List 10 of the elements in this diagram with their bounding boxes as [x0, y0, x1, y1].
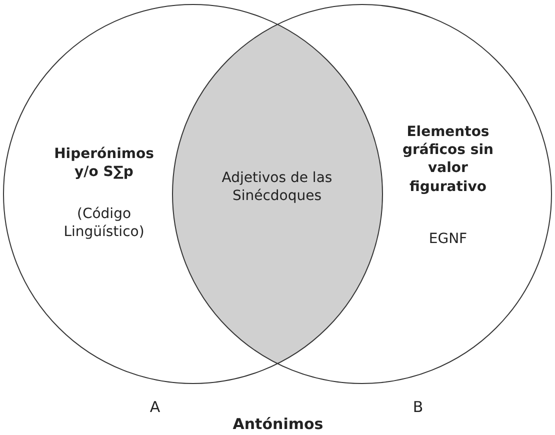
circle-heading: Hiperónimos y/o S∑p [53, 145, 155, 182]
circle-text: EGNF [428, 230, 468, 248]
venn-circle [3, 4, 383, 384]
venn-circle [172, 4, 552, 384]
circle-heading: Elementos gráficos sin valor figurativo [402, 123, 494, 196]
circle-text: Adjetivos de las Sinécdoques [220, 169, 334, 206]
set-label: A [150, 398, 160, 416]
caption-label: Antónimos [232, 415, 324, 433]
circle-text: (Código Lingüístico) [62, 205, 146, 242]
set-label: B [412, 398, 424, 416]
